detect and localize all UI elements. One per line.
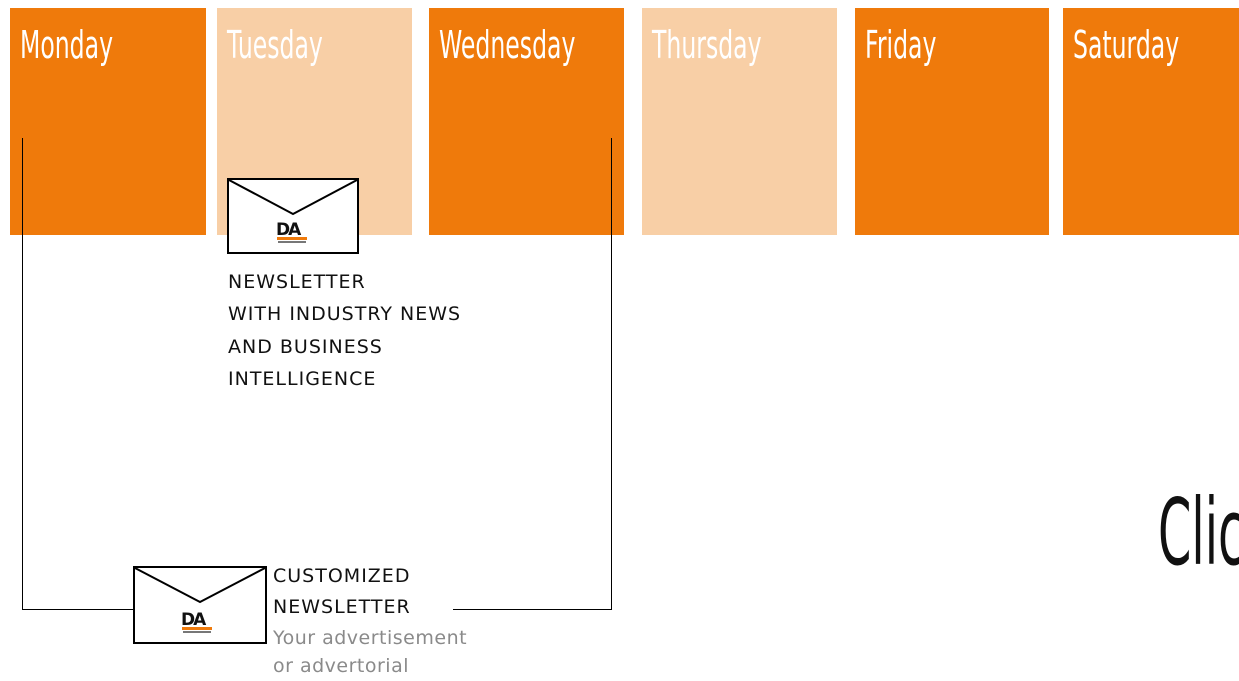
click-cta-text[interactable]: Clic [1158, 479, 1239, 586]
newsletter-envelope-icon: DA [227, 178, 359, 254]
day-column-wednesday: Wednesday [429, 8, 624, 235]
day-column-monday: Monday [10, 8, 206, 235]
day-column-thursday: Thursday [642, 8, 837, 235]
customized-title-line-1: CUSTOMIZED [273, 565, 411, 587]
newsletter-line-2: WITH INDUSTRY NEWS [228, 303, 462, 325]
customized-sub-line-1: Your advertisement [273, 627, 468, 649]
envelope-flap-icon [229, 180, 357, 216]
day-label-friday: Friday [865, 23, 937, 67]
newsletter-line-1: NEWSLETTER [228, 271, 366, 293]
day-label-monday: Monday [20, 23, 114, 67]
day-label-wednesday: Wednesday [439, 23, 576, 67]
day-label-tuesday: Tuesday [227, 23, 323, 67]
day-column-saturday: Saturday [1063, 8, 1239, 235]
customized-title-line-2: NEWSLETTER [273, 596, 411, 618]
newsletter-line-3: AND BUSINESS [228, 336, 383, 358]
day-label-saturday: Saturday [1073, 23, 1180, 67]
envelope-flap-icon [135, 568, 265, 604]
connector-wednesday-horizontal [453, 609, 612, 610]
customized-sub-line-2: or advertorial [273, 655, 410, 677]
newsletter-line-4: INTELLIGENCE [228, 368, 377, 390]
connector-monday-vertical [22, 138, 23, 610]
da-logo-icon: DA [276, 220, 310, 244]
day-label-thursday: Thursday [652, 23, 762, 67]
connector-monday-horizontal [22, 609, 134, 610]
da-logo-text: DA [181, 610, 206, 630]
customized-newsletter-envelope-icon: DA [133, 566, 267, 644]
da-logo-icon: DA [181, 610, 215, 634]
da-logo-text: DA [276, 220, 301, 240]
day-column-friday: Friday [855, 8, 1049, 235]
connector-wednesday-vertical [611, 138, 612, 610]
